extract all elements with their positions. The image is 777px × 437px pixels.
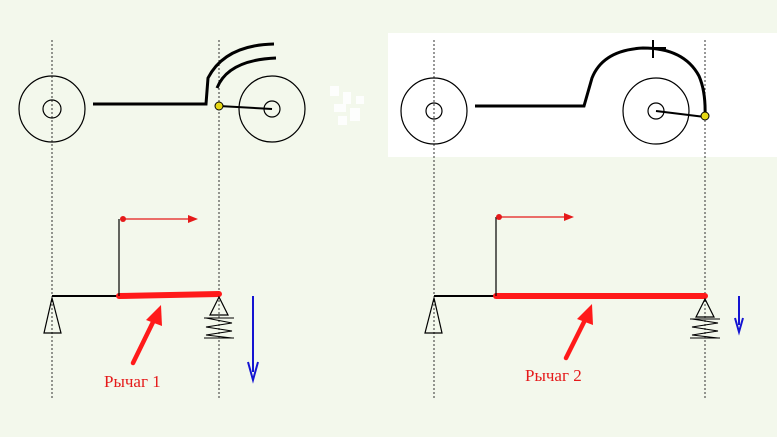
panel-1: Рычаг 1 [18, 40, 306, 400]
pointer-arrow [563, 315, 589, 361]
fixed-support [424, 297, 443, 334]
spring [204, 317, 234, 339]
pointer-arrow-head [577, 304, 593, 325]
load-arrow-head [247, 361, 259, 384]
dimension-arrow-head [188, 215, 198, 223]
lever-label: Рычаг 2 [525, 366, 582, 385]
lever-label: Рычаг 1 [104, 372, 161, 391]
front-wheel [400, 77, 468, 145]
swing-arm [655, 110, 706, 118]
spring-support [209, 295, 229, 316]
fixed-support [43, 297, 62, 334]
load-arrow-head [734, 317, 744, 336]
panel-2: Рычаг 2 [400, 40, 744, 400]
frame [475, 46, 707, 118]
spring-support [695, 297, 715, 318]
pointer-arrow-head [146, 305, 162, 326]
fender [215, 56, 277, 89]
swing-arm [218, 105, 273, 110]
lever-bar [116, 291, 222, 299]
front-wheel [18, 75, 86, 143]
pivot-point [214, 101, 224, 111]
right-panel-backdrop [388, 33, 777, 157]
frame [93, 42, 275, 106]
spring [690, 318, 720, 339]
middle-artifact [330, 86, 364, 125]
pivot-point [700, 111, 710, 121]
dimension-arrow-head [564, 213, 574, 221]
pointer-arrow [130, 315, 158, 366]
